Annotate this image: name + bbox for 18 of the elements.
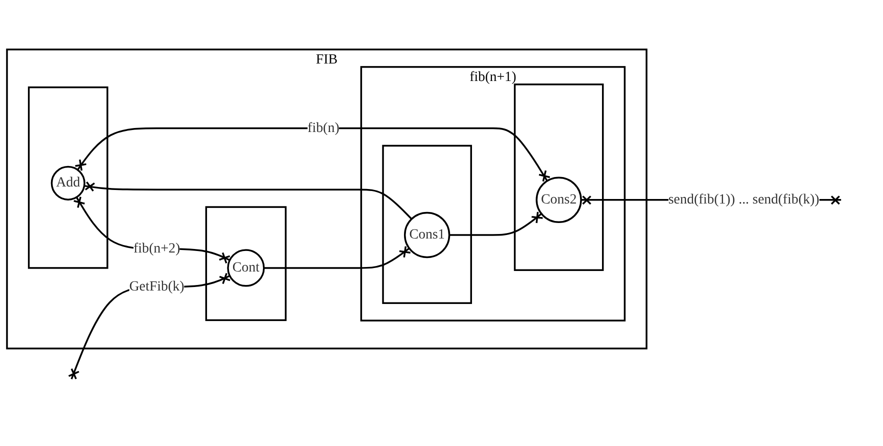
edge-label: fib(n) (308, 120, 340, 136)
connector (74, 127, 551, 182)
edge-label: fib(n+2) (133, 240, 180, 256)
connector (68, 272, 231, 380)
cluster (28, 86, 108, 269)
node-circle: Cons1 (404, 212, 450, 258)
cluster (514, 84, 604, 271)
node-circle: Cons2 (536, 176, 582, 223)
connector (264, 246, 412, 269)
node-circle: Add (50, 166, 86, 200)
node-circle: Cont (227, 249, 265, 287)
cluster (205, 206, 287, 322)
edge-label: GetFib(k) (129, 279, 184, 294)
cluster (382, 144, 472, 304)
connector (449, 211, 544, 236)
edge-label: send(fib(1)) ... send(fib(k)) (668, 192, 820, 207)
connector (84, 181, 412, 220)
connector (72, 196, 231, 264)
